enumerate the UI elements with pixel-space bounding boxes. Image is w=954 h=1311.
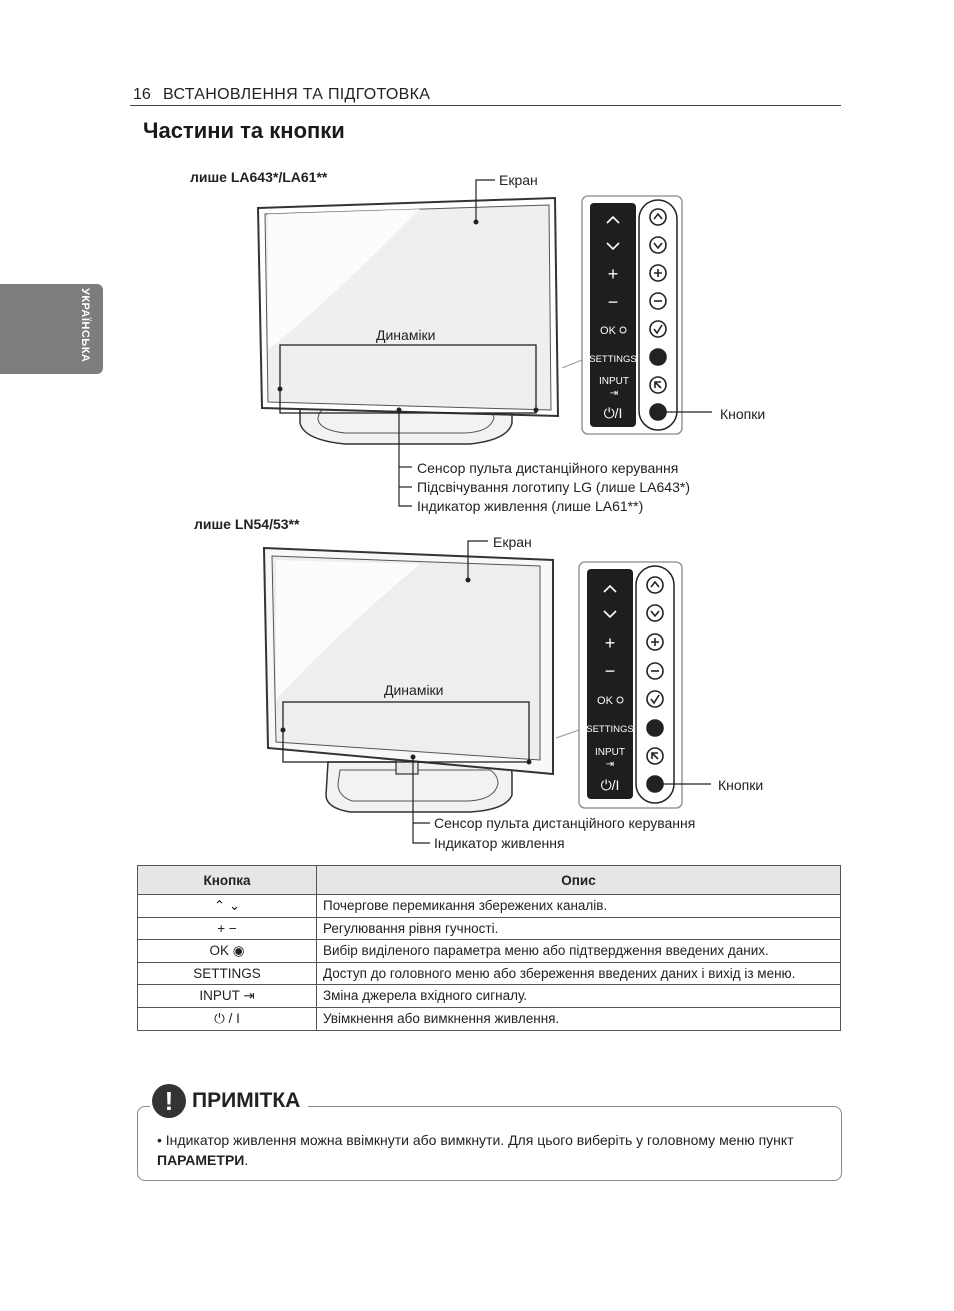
svg-text:⇥: ⇥ <box>610 388 618 399</box>
tv2-callout-sensor: Сенсор пульта дистанційного керування <box>434 815 696 831</box>
table-row: OK ◉ Вибір виділеного параметра меню або… <box>137 939 841 963</box>
table-cell-button: INPUT ⇥ <box>137 984 317 1008</box>
note-text-end: . <box>244 1152 249 1168</box>
svg-text:−: − <box>608 292 619 312</box>
page-number: 16 <box>133 86 151 103</box>
tv1-callout-power-indicator: Індикатор живлення (лише LA61**) <box>417 498 644 514</box>
tv-diagram-1: + − OK SETTINGS INPUT ⇥ ⏻/I + − OK SE <box>256 179 712 844</box>
note-text-main: • Індикатор живлення можна ввімкнути або… <box>157 1132 794 1148</box>
tv2-callout-power-indicator: Індикатор живлення <box>434 835 565 851</box>
exclamation-icon: ! <box>152 1084 186 1118</box>
header-rule <box>130 105 841 106</box>
table-cell-button: SETTINGS <box>137 962 317 985</box>
tv1-callout-logo-light: Підсвічування логотипу LG (лише LA643*) <box>417 479 690 495</box>
tv1-speakers-label: Динаміки <box>376 327 436 343</box>
tv1-panel-button-strip <box>638 199 678 431</box>
table-cell-button: ⏻ / I <box>137 1007 317 1031</box>
svg-text:OK: OK <box>600 325 617 337</box>
svg-text:INPUT: INPUT <box>599 376 629 387</box>
tv1-callout-sensor: Сенсор пульта дистанційного керування <box>417 460 679 476</box>
table-cell-description: Увімкнення або вимкнення живлення. <box>316 1007 841 1031</box>
table-header-row: Кнопка Опис <box>137 865 841 895</box>
table-cell-button: OK ◉ <box>137 939 317 963</box>
table-header-description: Опис <box>316 865 841 895</box>
svg-text:⏻/I: ⏻/I <box>604 405 623 421</box>
svg-text:−: − <box>605 661 616 681</box>
model-label-1: лише LA643*/LA61** <box>190 169 328 185</box>
svg-text:SETTINGS: SETTINGS <box>586 724 634 735</box>
table-cell-description: Зміна джерела вхідного сигналу. <box>316 984 841 1008</box>
tv1-screen-label: Екран <box>499 172 538 188</box>
svg-text:+: + <box>605 633 616 653</box>
svg-text:+: + <box>608 264 619 284</box>
tv1-panel-label-strip <box>590 203 636 427</box>
page-title: Частини та кнопки <box>143 118 345 143</box>
note-text-bold: ПАРАМЕТРИ <box>157 1152 245 1168</box>
language-side-tab: УКРАЇНСЬКА <box>0 284 103 374</box>
table-header-button: Кнопка <box>137 865 317 895</box>
buttons-table: Кнопка Опис ⌃ ⌄ Почергове перемикання зб… <box>137 865 841 1031</box>
tv2-screen-label: Екран <box>493 534 532 550</box>
table-row: + − Регулювання рівня гучності. <box>137 917 841 940</box>
table-cell-description: Почергове перемикання збережених каналів… <box>316 894 841 918</box>
table-row: INPUT ⇥ Зміна джерела вхідного сигналу. <box>137 984 841 1008</box>
svg-text:SETTINGS: SETTINGS <box>589 354 637 365</box>
table-cell-description: Вибір виділеного параметра меню або підт… <box>316 939 841 963</box>
svg-text:⏻/I: ⏻/I <box>601 777 620 793</box>
tv1-speaker-box <box>279 344 537 414</box>
side-tab-label: УКРАЇНСЬКА <box>79 288 91 363</box>
table-cell-description: Регулювання рівня гучності. <box>316 917 841 940</box>
svg-text:INPUT: INPUT <box>595 747 625 758</box>
table-cell-button: + − <box>137 917 317 940</box>
svg-text:OK: OK <box>597 695 614 707</box>
note-box <box>137 1106 842 1181</box>
note-header: ! ПРИМІТКА <box>150 1084 309 1118</box>
model-label-2: лише LN54/53** <box>194 516 300 532</box>
table-cell-button: ⌃ ⌄ <box>137 894 317 918</box>
table-cell-description: Доступ до головного меню або збереження … <box>316 962 841 985</box>
note-title: ПРИМІТКА <box>192 1089 301 1112</box>
svg-text:⇥: ⇥ <box>606 759 614 770</box>
table-row: ⌃ ⌄ Почергове перемикання збережених кан… <box>137 894 841 918</box>
table-row: ⏻ / I Увімкнення або вимкнення живлення. <box>137 1007 841 1031</box>
section-title: ВСТАНОВЛЕННЯ ТА ПІДГОТОВКА <box>163 86 431 103</box>
note-text: • Індикатор живлення можна ввімкнути або… <box>157 1130 837 1170</box>
table-row: SETTINGS Доступ до головного меню або зб… <box>137 962 841 985</box>
tv2-buttons-label: Кнопки <box>718 777 764 793</box>
tv1-buttons-label: Кнопки <box>720 406 766 422</box>
tv2-speakers-label: Динаміки <box>384 682 444 698</box>
tv2-stand-inner <box>337 769 499 802</box>
